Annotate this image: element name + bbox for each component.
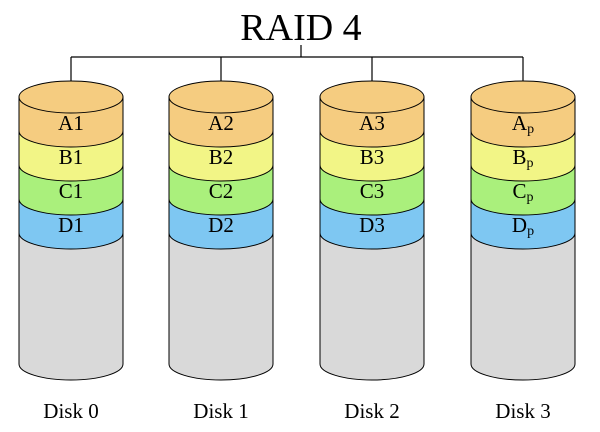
block-label-parity-subscript: p [527,190,534,205]
block-label-letter: D [58,213,73,237]
block-label-number: 3 [374,145,385,169]
block-label-number: 1 [73,145,84,169]
block-label-letter: C [512,179,526,203]
block-label-d1: D1 [58,213,84,237]
block-label-number: 2 [223,145,234,169]
block-label-letter: A [208,111,224,135]
block-label-parity-subscript: p [527,224,534,239]
block-label-parity-subscript: p [527,122,534,137]
block-label-b1: B1 [59,145,84,169]
block-label-letter: C [360,179,374,203]
block-label-b2: B2 [209,145,234,169]
block-label-letter: A [512,111,528,135]
block-label-letter: C [59,179,73,203]
block-label-cp: Cp [512,179,533,205]
block-label-a2: A2 [208,111,234,135]
block-label-letter: B [59,145,73,169]
block-label-d3: D3 [359,213,385,237]
block-label-number: 3 [374,179,385,203]
block-label-b3: B3 [360,145,385,169]
block-label-number: 1 [73,179,84,203]
block-label-letter: D [512,213,527,237]
block-label-number: 2 [223,213,234,237]
controller-connector [70,45,524,81]
disk-free-space [470,232,576,381]
block-label-letter: D [359,213,374,237]
disk-label: Disk 3 [495,399,550,423]
block-label-number: 2 [223,111,234,135]
block-label-letter: D [208,213,223,237]
block-label-letter: B [209,145,223,169]
disk-free-space [319,232,425,381]
block-label-letter: A [58,111,74,135]
block-label-letter: B [512,145,526,169]
disk-free-space [168,232,274,381]
block-label-dp: Dp [512,213,534,239]
disk-top [470,80,576,114]
block-label-c2: C2 [209,179,234,203]
diagram-title: RAID 4 [240,7,361,49]
disk-top [18,80,124,114]
block-label-parity-subscript: p [527,156,534,171]
block-label-c3: C3 [360,179,385,203]
disk-top [168,80,274,114]
disk-top [319,80,425,114]
block-label-letter: B [360,145,374,169]
block-label-a1: A1 [58,111,84,135]
disk-free-space [18,232,124,381]
block-label-number: 1 [73,213,84,237]
block-label-number: 1 [73,111,84,135]
block-label-number: 2 [223,179,234,203]
block-label-number: 3 [374,213,385,237]
block-label-letter: C [209,179,223,203]
block-label-d2: D2 [208,213,234,237]
disk-label: Disk 0 [43,399,98,423]
block-label-number: 3 [374,111,385,135]
block-label-bp: Bp [512,145,533,171]
block-label-c1: C1 [59,179,84,203]
block-label-ap: Ap [512,111,534,137]
block-label-letter: A [359,111,375,135]
block-label-a3: A3 [359,111,385,135]
disk-label: Disk 2 [344,399,399,423]
disk-label: Disk 1 [193,399,248,423]
